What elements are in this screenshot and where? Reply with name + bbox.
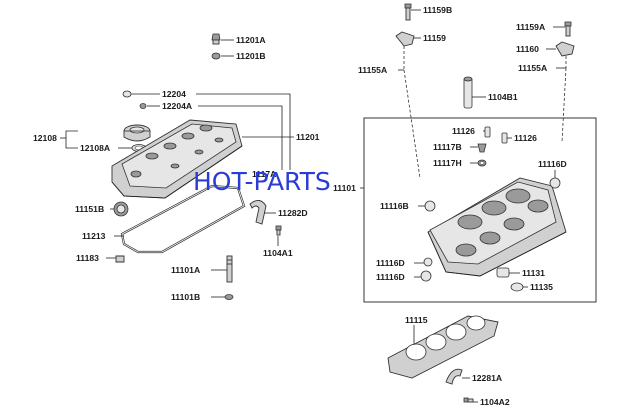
- part-11183: [115, 255, 125, 263]
- pin-1104b1: [463, 76, 473, 109]
- label-11117h: 11117H: [433, 158, 462, 168]
- cap-11135: [510, 282, 524, 292]
- label-1117a: 1117A: [252, 169, 276, 179]
- label-11160: 11160: [516, 44, 539, 54]
- label-11126-left: 11126: [452, 126, 475, 136]
- label-11201: 11201: [296, 132, 320, 142]
- label-11126-right: 11126: [514, 133, 537, 143]
- alignment-lines: [403, 46, 567, 179]
- ring-11117h: [477, 159, 487, 167]
- label-11159: 11159: [423, 33, 446, 43]
- label-11116b: 11116B: [380, 201, 409, 211]
- label-11183: 11183: [76, 253, 99, 263]
- oil-seal-11151b: [113, 201, 129, 217]
- bolt-1104a1: [275, 225, 282, 236]
- part-11117b: [477, 143, 487, 153]
- plug-11126-right: [501, 132, 508, 144]
- watermark: HOT-PARTS: [193, 167, 331, 196]
- part-labels: 11201A 11201B 12204 12204A 12108 12108A …: [33, 5, 567, 407]
- plug-11126-left: [484, 126, 491, 138]
- cover-gasket-11213: [120, 184, 246, 254]
- bracket-12281a: [445, 368, 463, 385]
- label-11159b: 11159B: [423, 5, 452, 15]
- label-11155a-right: 11155A: [518, 63, 547, 73]
- label-11101b: 11101B: [171, 292, 200, 302]
- cylinder-head-group-box: [363, 117, 597, 303]
- label-11159a: 11159A: [516, 22, 545, 32]
- rocker-11160: [555, 41, 575, 57]
- plug-12204a: [139, 103, 147, 109]
- label-11116d-left-2: 11116D: [376, 272, 405, 282]
- label-11131: 11131: [522, 268, 545, 278]
- washer-11101b: [224, 294, 234, 300]
- label-1104a2: 1104A2: [480, 397, 510, 407]
- label-11116d-left-1: 11116D: [376, 258, 405, 268]
- bolt-11159a: [564, 21, 572, 37]
- label-11116d-right: 11116D: [538, 159, 567, 169]
- washer-11201b: [211, 52, 221, 60]
- label-11155a-left: 11155A: [358, 65, 387, 75]
- bracket-11282d: [249, 200, 267, 225]
- label-12204a: 12204A: [162, 101, 192, 111]
- cap-11131: [496, 267, 510, 278]
- rocker-11159: [395, 31, 415, 47]
- bolt-11201a: [211, 33, 221, 45]
- label-1104a1: 1104A1: [263, 248, 293, 258]
- stud-11101a: [226, 255, 233, 283]
- head-gasket-11115: [387, 315, 499, 379]
- label-11135: 11135: [530, 282, 553, 292]
- valve-cover-11201: [111, 119, 243, 199]
- label-11151b: 11151B: [75, 204, 104, 214]
- plug-11116d-right: [549, 177, 561, 189]
- label-11282d: 11282D: [278, 208, 308, 218]
- label-11101a: 11101A: [171, 265, 200, 275]
- bolt-11159b: [404, 3, 412, 21]
- label-11101: 11101: [333, 183, 356, 193]
- label-1104b1: 1104B1: [488, 92, 518, 102]
- label-12108a: 12108A: [80, 143, 110, 153]
- label-11201a: 11201A: [236, 35, 266, 45]
- label-11213: 11213: [82, 231, 106, 241]
- label-12281a: 12281A: [472, 373, 502, 383]
- label-12204: 12204: [162, 89, 186, 99]
- oil-filler-cap-12108: [123, 124, 151, 142]
- leader-lines-left: [60, 39, 294, 298]
- plug-11116b: [424, 200, 436, 212]
- plug-12204: [122, 90, 132, 98]
- label-11117b: 11117B: [433, 142, 462, 152]
- label-11115: 11115: [405, 315, 428, 325]
- cylinder-head-11101: [427, 177, 567, 277]
- plug-11116d-left-2: [420, 270, 432, 282]
- label-11201b: 11201B: [236, 51, 266, 61]
- bolt-1104a2: [463, 397, 474, 403]
- plug-11116d-left-1: [423, 257, 433, 267]
- leader-lines-right: [360, 9, 566, 403]
- label-12108: 12108: [33, 133, 57, 143]
